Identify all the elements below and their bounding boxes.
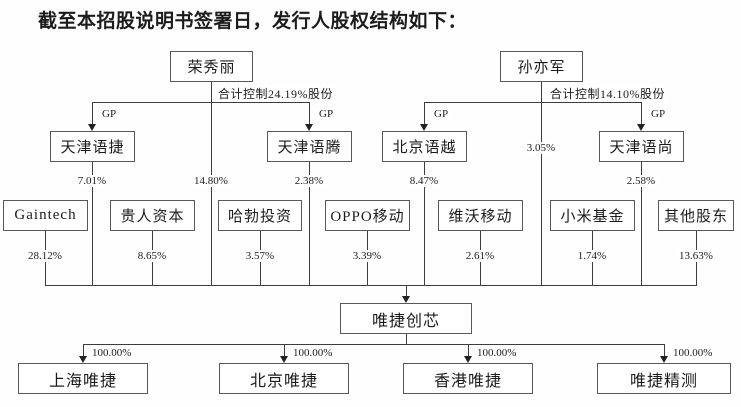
arrow-down-icon	[660, 356, 668, 363]
page-title: 截至本招股说明书签署日，发行人股权结构如下：	[38, 11, 468, 32]
connector-sub-stem-3	[468, 344, 469, 357]
connector-issuer-drop	[406, 285, 407, 297]
node-beijing-yuyue: 北京语越	[382, 131, 467, 162]
stake-label-sun-direct: 3.05%	[523, 142, 559, 154]
arrow-down-icon	[464, 356, 472, 363]
connector-sun-branch-line	[424, 102, 642, 103]
connector-gp-stem-4	[641, 102, 642, 125]
node-beijing-weijie: 北京唯捷	[219, 363, 349, 394]
stake-label-oppo: 3.39%	[349, 250, 385, 262]
stake-label-hongkong: 100.00%	[475, 347, 519, 359]
gp-label: GP	[317, 108, 336, 120]
connector-gp-stem-2	[309, 102, 310, 125]
stake-label-yuyue: 8.47%	[406, 175, 442, 187]
connector-sub-stem-4	[664, 344, 665, 357]
arrow-down-icon	[402, 296, 410, 303]
node-issuer-vanchip: 唯捷创芯	[340, 303, 472, 334]
node-weiwo-mobile: 维沃移动	[438, 200, 523, 231]
node-founder-sunyijun: 孙亦军	[500, 51, 583, 82]
stake-label-gaintech: 28.12%	[25, 250, 65, 262]
stake-label-habo: 3.57%	[242, 250, 278, 262]
connector-sub-stem-2	[284, 344, 285, 357]
connector-bus-line	[45, 285, 697, 286]
node-tianjin-yujie: 天津语捷	[50, 131, 135, 162]
stake-label-yujie: 7.01%	[74, 175, 110, 187]
stake-label-guiren: 8.65%	[134, 250, 170, 262]
node-other-shareholders: 其他股东	[658, 200, 734, 231]
connector-rong-branch-line	[92, 102, 310, 103]
arrow-down-icon	[420, 124, 428, 131]
arrow-down-icon	[305, 124, 313, 131]
connector-sun-direct-line	[541, 82, 542, 285]
connector-yujie-line	[92, 162, 93, 285]
connector-yuteng-line	[309, 162, 310, 285]
node-hongkong-weijie: 香港唯捷	[403, 363, 533, 394]
rong-control-label: 合计控制24.19%股份	[216, 85, 335, 102]
connector-gp-stem-1	[92, 102, 93, 125]
node-shanghai-weijie: 上海唯捷	[18, 363, 148, 394]
node-weijie-jingce: 唯捷精测	[597, 363, 731, 394]
arrow-down-icon	[88, 124, 96, 131]
arrow-down-icon	[280, 356, 288, 363]
sun-control-label: 合计控制14.10%股份	[548, 85, 667, 102]
stake-label-weiwo: 2.61%	[462, 250, 498, 262]
stake-label-rong-direct: 14.80%	[191, 175, 231, 187]
stake-label-beijingwj: 100.00%	[291, 347, 335, 359]
node-habo-investment: 哈勃投资	[218, 200, 302, 231]
stake-label-yuteng: 2.38%	[291, 175, 327, 187]
node-tianjin-yushang: 天津语尚	[599, 131, 684, 162]
connector-yuyue-line	[424, 162, 425, 285]
node-guiren-capital: 贵人资本	[110, 200, 195, 231]
stake-label-jingce: 100.00%	[671, 347, 715, 359]
connector-gp-stem-3	[424, 102, 425, 125]
gp-label: GP	[649, 108, 668, 120]
arrow-down-icon	[79, 356, 87, 363]
gp-label: GP	[432, 108, 451, 120]
gp-label: GP	[100, 108, 119, 120]
stake-label-other: 13.63%	[676, 250, 716, 262]
connector-issuer-out	[406, 334, 407, 344]
stake-label-xiaomi: 1.74%	[574, 250, 610, 262]
connector-sub-stem-1	[83, 344, 84, 357]
node-oppo-mobile: OPPO移动	[325, 200, 410, 231]
node-founder-rongxiuli: 荣秀丽	[170, 51, 253, 82]
stake-label-yushang: 2.58%	[623, 175, 659, 187]
connector-subsidiary-branch	[83, 344, 664, 345]
stake-label-shanghai: 100.00%	[90, 347, 134, 359]
node-xiaomi-fund: 小米基金	[550, 200, 635, 231]
node-tianjin-yuteng: 天津语腾	[267, 131, 352, 162]
connector-yushang-line	[641, 162, 642, 285]
node-gaintech: Gaintech	[3, 200, 88, 231]
arrow-down-icon	[637, 124, 645, 131]
